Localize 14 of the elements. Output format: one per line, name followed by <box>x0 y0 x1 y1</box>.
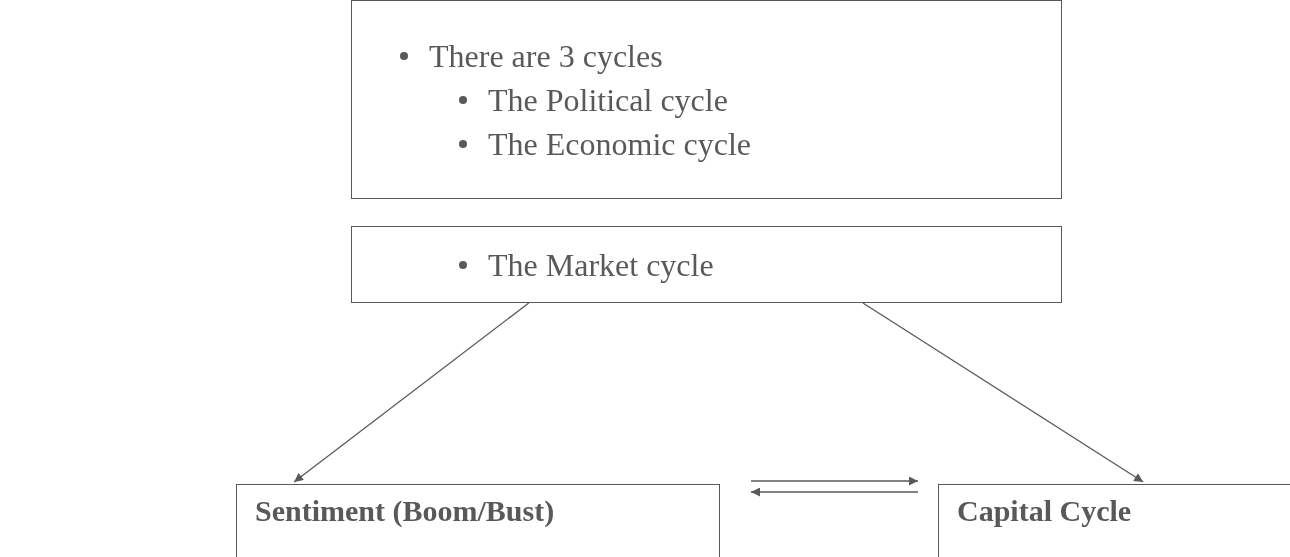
bullet-item: The Market cycle <box>488 245 714 285</box>
text-box <box>351 226 1062 303</box>
arrow <box>862 302 1144 483</box>
process-box <box>938 484 1290 557</box>
arrow <box>750 487 919 497</box>
arrow <box>293 302 530 483</box>
box-label: Capital Cycle <box>957 493 1133 529</box>
bullet-item: The Economic cycle <box>488 124 751 164</box>
arrow <box>750 476 919 486</box>
bullet-item: The Political cycle <box>488 80 728 120</box>
bullet-item: There are 3 cycles <box>429 36 663 76</box>
process-box <box>236 484 720 557</box>
text-box <box>351 0 1062 199</box>
box-label: Sentiment (Boom/Bust) <box>255 493 556 529</box>
